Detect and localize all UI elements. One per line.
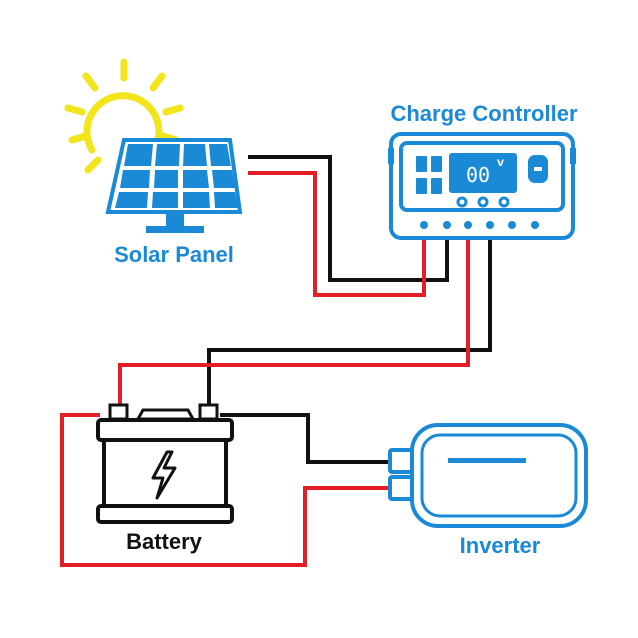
solar-panel-label: Solar Panel bbox=[114, 242, 234, 267]
charge-controller-label: Charge Controller bbox=[390, 101, 577, 126]
charge-controller-icon: 00 V bbox=[388, 132, 576, 240]
lcd-display bbox=[449, 153, 517, 193]
wire-inverter-negative bbox=[220, 413, 390, 464]
controller-button bbox=[477, 196, 489, 208]
solar-panel-icon bbox=[105, 138, 243, 233]
inverter-label: Inverter bbox=[460, 533, 541, 558]
inverter-icon bbox=[388, 423, 588, 528]
controller-terminals bbox=[420, 221, 539, 229]
controller-button bbox=[498, 196, 510, 208]
wire-battery-positive bbox=[118, 234, 470, 410]
wire-inverter-positive bbox=[60, 413, 390, 567]
lcd-reading: 00 bbox=[466, 163, 490, 187]
status-led-grid bbox=[416, 156, 442, 194]
wire-panel-negative bbox=[248, 155, 449, 282]
lightning-bolt-icon bbox=[151, 450, 177, 500]
battery-label: Battery bbox=[126, 529, 203, 554]
controller-buttons bbox=[456, 196, 510, 208]
lcd-unit: V bbox=[497, 159, 504, 169]
battery-icon bbox=[96, 403, 234, 524]
wire-battery-negative bbox=[207, 234, 492, 410]
wire-panel-positive bbox=[248, 171, 426, 297]
wires bbox=[60, 155, 492, 567]
controller-button bbox=[456, 196, 468, 208]
